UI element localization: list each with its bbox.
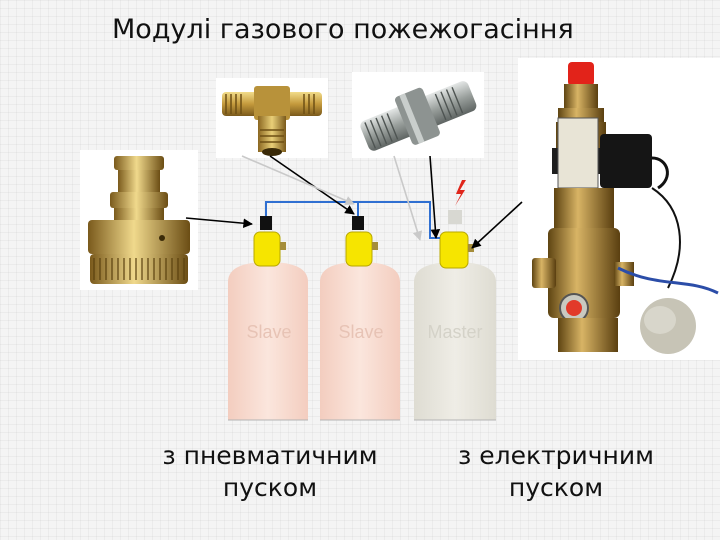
slave-valve-1 [253,216,286,267]
slave-cylinder-1 [228,262,308,421]
cylinder-label-slave-1: Slave [246,322,292,342]
arrow-light-tee [241,155,355,206]
slave-valve-2 [345,216,378,267]
master-cylinder [414,262,496,421]
caption-pneumatic-start: з пневматичним пуском [162,441,378,502]
slide-title: Модулі газового пожежогасіння [112,14,574,45]
brass-tee-fitting-photo [216,78,328,158]
cylinder-label-master: Master [427,322,483,342]
arrow-valve-head-to-master [471,201,523,249]
brass-quick-coupling-photo [80,150,198,290]
arrow-coupling-to-valve [185,217,253,228]
arrow-tee-to-valve [269,155,355,215]
arrow-nipple-to-master [429,155,441,239]
cylinder-label-slave-2: Slave [338,322,384,342]
electric-valve-head-photo [518,58,720,360]
slave-cylinder-2 [320,262,400,421]
lightning-icon [455,180,466,206]
master-valve [439,210,474,269]
arrow-light-nipple [393,155,423,241]
caption-electric-start: з електричним пуском [458,441,654,502]
hex-nipple-fitting-photo [352,72,484,158]
